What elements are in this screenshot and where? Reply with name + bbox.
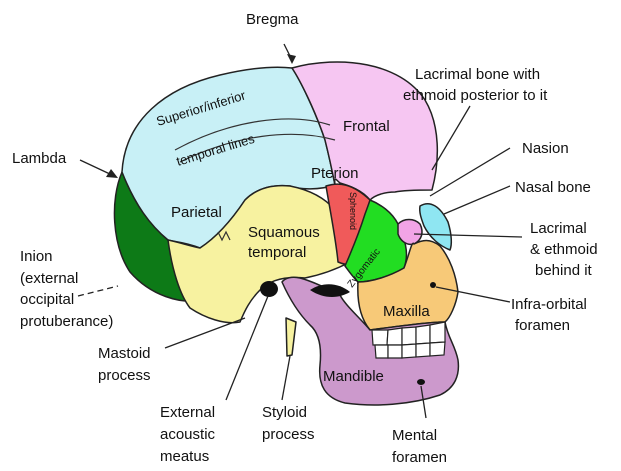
lacrimal-posterior-label-1: Lacrimal bone with [415,66,540,83]
mandible-label: Mandible [323,368,384,385]
inion-label-1: Inion [20,248,53,265]
lacrimal-ethmoid-label-2: & ethmoid [530,241,598,258]
lambda-arrow [80,160,112,175]
inion-label-2: (external [20,270,78,287]
nasal-bone-pointer [444,186,510,214]
inion-label-4: protuberance) [20,313,113,330]
infraorbital-label-2: foramen [515,317,570,334]
inion-label-3: occipital [20,291,74,308]
lacrimal-ethmoid-label-1: Lacrimal [530,220,587,237]
mental-label-1: Mental [392,427,437,444]
nasion-label: Nasion [522,140,569,157]
parietal-label: Parietal [171,204,222,221]
lacrimal-posterior-label-2: ethmoid posterior to it [403,87,548,104]
mastoid-label-1: Mastoid [98,345,151,362]
mental-foramen-hole [417,379,425,385]
sphenoid-label: Sphenoid [348,192,358,230]
styloid-pointer [282,356,290,400]
squamous-label-2: temporal [248,244,306,261]
mastoid-pointer [165,318,245,348]
maxilla-label: Maxilla [383,303,430,320]
lacrimal-ethmoid-label-3: behind it [535,262,593,279]
external-acoustic-meatus-hole [260,281,278,297]
styloid-label-2: process [262,426,315,443]
nasal-bone-label: Nasal bone [515,179,591,196]
inion-pointer [78,286,118,296]
lambda-label: Lambda [12,150,67,167]
infraorbital-label-1: Infra-orbital [511,296,587,313]
styloid-label-1: Styloid [262,404,307,421]
mastoid-label-2: process [98,367,151,384]
frontal-label: Frontal [343,118,390,135]
mental-label-2: foramen [392,449,447,466]
eam-label-1: External [160,404,215,421]
bregma-arrowhead [287,54,296,64]
bregma-label: Bregma [246,11,299,28]
lacrimal-ethmoid-bone [398,220,422,245]
nasion-pointer [430,148,510,196]
eam-label-3: meatus [160,448,209,465]
eam-label-2: acoustic [160,426,216,443]
styloid-process [286,318,296,356]
pterion-label: Pterion [311,165,359,182]
lacrimal-posterior-pointer [432,106,470,170]
infraorbital-foramen-hole [430,282,436,288]
squamous-label-1: Squamous [248,224,320,241]
lower-teeth [375,342,445,358]
